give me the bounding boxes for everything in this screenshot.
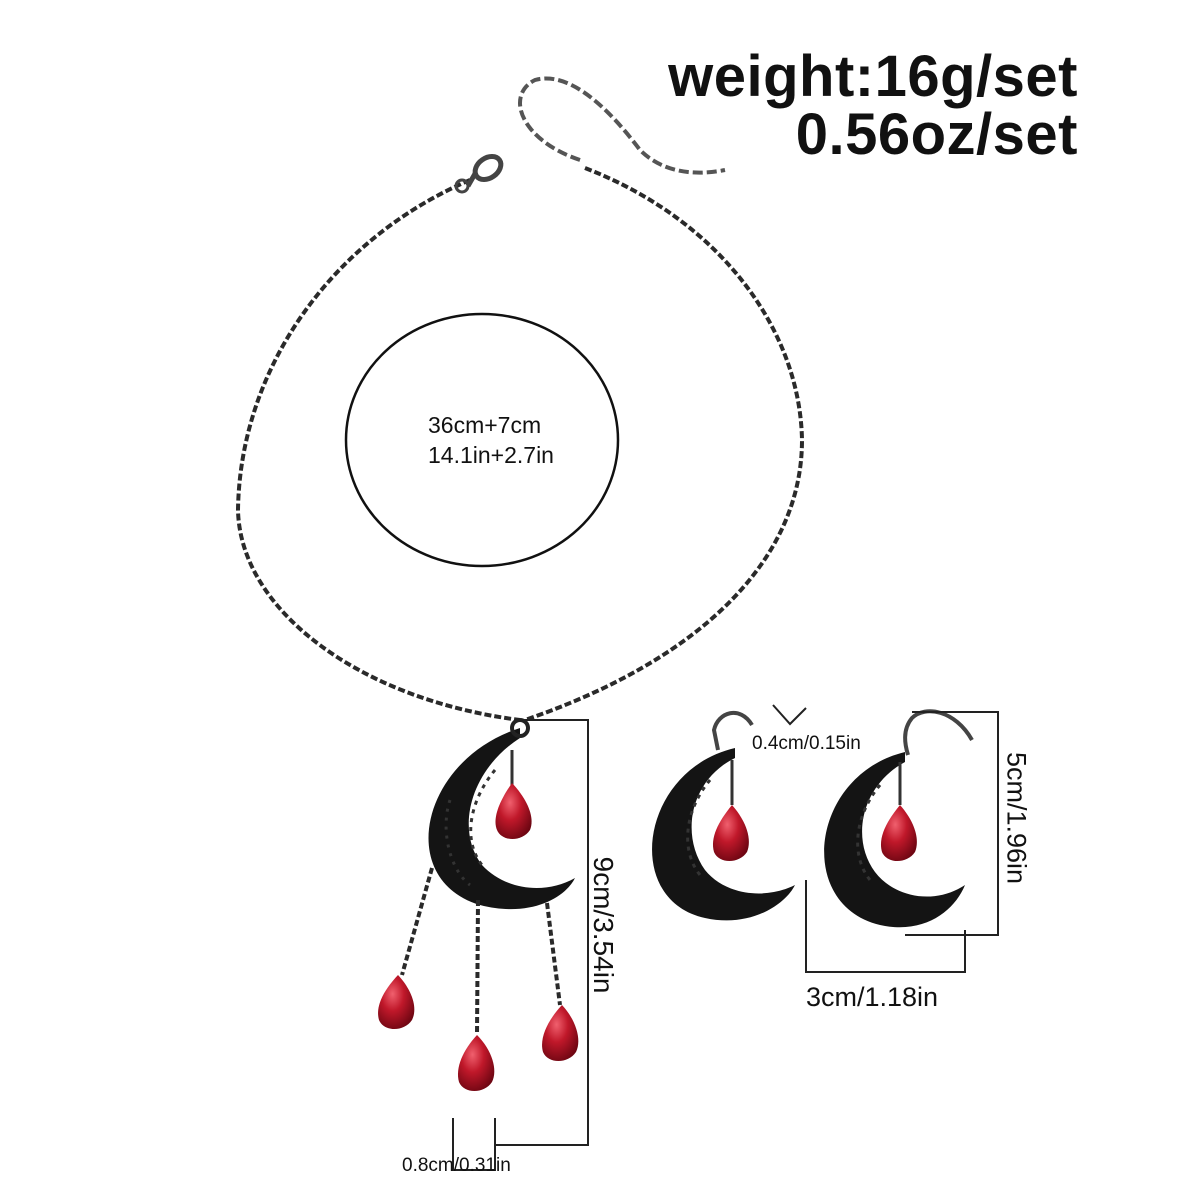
earring-width-label: 3cm/1.18in bbox=[806, 982, 939, 1012]
tassel-bead-right bbox=[542, 1005, 579, 1061]
tassel-right bbox=[542, 902, 579, 1061]
pendant-length-label: 9cm/3.54in bbox=[588, 856, 619, 994]
tassel-bead-left bbox=[378, 975, 415, 1029]
tassel-left bbox=[378, 867, 434, 1029]
earring-length-label: 5cm/1.96in bbox=[1001, 751, 1032, 885]
chain-length-oval bbox=[344, 312, 620, 568]
extender-chain bbox=[518, 76, 726, 175]
earring-left bbox=[652, 710, 795, 921]
earring-measure bbox=[772, 704, 999, 973]
weight-grams-label: weight:16g/set bbox=[668, 44, 1078, 109]
necklace-chain-right bbox=[524, 166, 805, 722]
weight-ounces-label: 0.56oz/set bbox=[795, 102, 1078, 167]
tassel-bead-middle bbox=[457, 1035, 495, 1091]
bead-width-label: 0.8cm/0.31in bbox=[402, 1155, 511, 1176]
chain-length-cm-label: 36cm+7cm bbox=[428, 412, 542, 438]
pendant-center-bead bbox=[495, 783, 532, 839]
earring-right bbox=[824, 709, 974, 928]
earring-right-bead bbox=[880, 805, 917, 861]
pendant-measure bbox=[452, 719, 589, 1171]
necklace-chain bbox=[235, 178, 521, 722]
hook-width-label: 0.4cm/0.15in bbox=[752, 733, 861, 754]
chain-length-in-label: 14.1in+2.7in bbox=[428, 442, 554, 468]
earring-left-bead bbox=[712, 805, 749, 861]
lobster-clasp bbox=[454, 154, 504, 194]
tassel-middle bbox=[457, 899, 495, 1091]
